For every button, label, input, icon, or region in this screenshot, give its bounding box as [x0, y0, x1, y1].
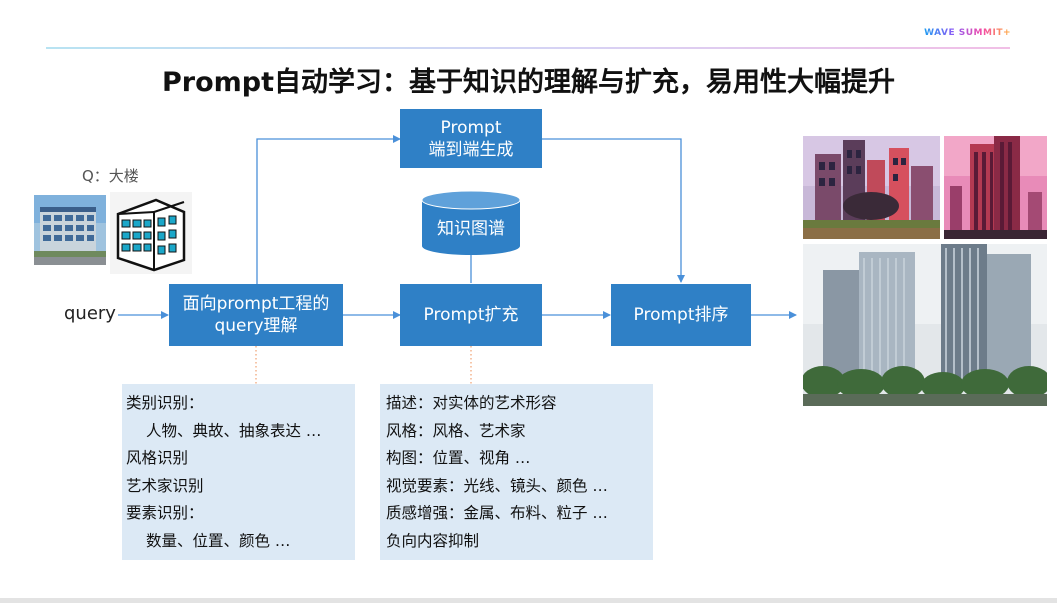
page-title: Prompt自动学习：基于知识的理解与扩充，易用性大幅提升 [161, 67, 896, 98]
query-label: query [64, 303, 116, 324]
building-icon [110, 192, 192, 274]
knowledge-graph-label: 知识图谱 [437, 219, 505, 239]
expansion-item: 风格：风格、艺术家 [386, 421, 526, 440]
understanding-item: 类别识别： [126, 394, 204, 412]
understanding-panel: 类别识别： 人物、典故、抽象表达 … 风格识别 艺术家识别 要素识别： 数量、位… [122, 384, 355, 560]
understanding-item: 风格识别 [126, 449, 189, 467]
prompt-expansion-box: Prompt扩充 [400, 284, 542, 346]
building-photo [34, 195, 106, 265]
prompt-ranking-label: Prompt排序 [633, 305, 729, 325]
expansion-item: 负向内容抑制 [386, 531, 480, 550]
prompt-ranking-box: Prompt排序 [611, 284, 751, 346]
expansion-item: 视觉要素：光线、镜头、颜色 … [386, 476, 608, 495]
generated-image-ruins [803, 136, 940, 239]
expansion-panel: 描述：对实体的艺术形容 风格：风格、艺术家 构图：位置、视角 … 视觉要素：光线… [380, 384, 653, 560]
expansion-item: 描述：对实体的艺术形容 [386, 394, 557, 412]
expansion-item: 质感增强：金属、布料、粒子 … [386, 504, 608, 522]
question-label: Q：大楼 [82, 167, 139, 185]
end-to-end-box: Prompt 端到端生成 [400, 109, 542, 168]
arrow-understanding-to-end-to-end [256, 135, 401, 284]
understanding-item: 艺术家识别 [126, 476, 204, 495]
query-understanding-line1: 面向prompt工程的 [182, 294, 330, 314]
understanding-item: 人物、典故、抽象表达 … [146, 421, 322, 440]
prompt-expansion-label: Prompt扩充 [423, 305, 519, 325]
brand-logo: WAVE SUMMIT+ [924, 28, 1011, 38]
generated-image-skyscrapers [803, 244, 1047, 406]
understanding-item: 要素识别： [126, 504, 204, 522]
footer-bar [0, 598, 1057, 603]
knowledge-graph-cylinder [421, 190, 521, 255]
understanding-item: 数量、位置、颜色 … [146, 531, 291, 550]
arrow-end-to-end-to-ranking [542, 138, 685, 283]
query-understanding-box: 面向prompt工程的 query理解 [169, 284, 343, 346]
end-to-end-line1: Prompt [440, 117, 502, 138]
header-divider [46, 47, 1010, 49]
expansion-item: 构图：位置、视角 … [386, 449, 531, 467]
end-to-end-line2: 端到端生成 [428, 139, 514, 160]
generated-image-tower [944, 136, 1047, 239]
query-understanding-line2: query理解 [214, 316, 298, 336]
